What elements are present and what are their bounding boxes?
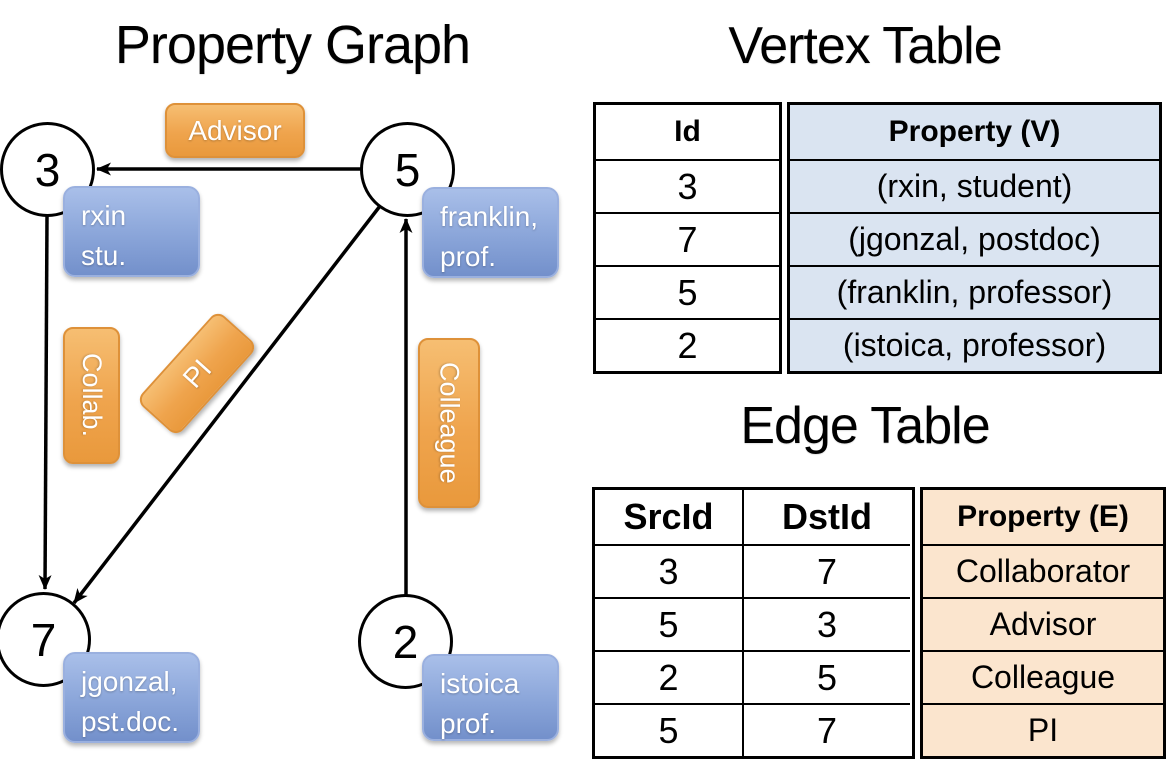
vertex-table-property-cell: (jgonzal, postdoc) — [790, 212, 1159, 265]
vertex-property-line2: stu. — [81, 240, 127, 271]
vertex-table-id-column: Id 3 7 5 2 — [593, 102, 782, 374]
edge-table-src-dst-columns: SrcId DstId 3 7 5 3 2 5 5 7 — [592, 487, 915, 759]
vertex-table-id-cell: 2 — [596, 318, 779, 371]
vertex-property-line1: istoica — [440, 668, 520, 699]
edge-arrow-5-to-7 — [72, 204, 382, 605]
vertex-property-box-rxin: rxin stu. — [63, 186, 200, 277]
vertex-table-header-property: Property (V) — [888, 115, 1061, 148]
edge-table-src-cell: 3 — [595, 544, 742, 597]
vertex-table: Id 3 7 5 2 Property (V) (rxin, student) … — [593, 102, 1162, 374]
vertex-property-line2: prof. — [440, 708, 497, 739]
vertex-table-title: Vertex Table — [728, 17, 1002, 75]
edge-arrow-3-to-7 — [38, 215, 52, 590]
vertex-property-box-franklin: franklin, prof. — [422, 187, 559, 278]
edge-table-src-cell: 5 — [595, 703, 742, 756]
edge-table: SrcId DstId 3 7 5 3 2 5 5 7 Property (E)… — [592, 487, 1166, 759]
edge-table-header-srcid: SrcId — [623, 496, 714, 537]
edge-table-property-cell: PI — [923, 703, 1163, 756]
vertex-property-line2: pst.doc. — [81, 706, 180, 737]
edge-arrows-layer — [38, 162, 413, 605]
edge-table-property-cell: Colleague — [923, 650, 1163, 703]
edge-table-header-dstid: DstId — [742, 490, 910, 544]
vertex-property-line1: jgonzal, — [81, 666, 178, 697]
vertex-property-line1: rxin — [81, 200, 127, 231]
vertex-table-header-id: Id — [674, 115, 701, 148]
edge-table-dst-cell: 3 — [742, 597, 910, 650]
edge-label-colleague: Colleague — [418, 338, 480, 508]
vertex-table-property-column: Property (V) (rxin, student) (jgonzal, p… — [787, 102, 1162, 374]
edge-table-dst-cell: 7 — [742, 703, 910, 756]
vertex-property-line1: franklin, — [440, 201, 539, 232]
vertex-property-box-jgonzal: jgonzal, pst.doc. — [63, 652, 200, 743]
vertex-id-label: 5 — [394, 143, 421, 196]
vertex-property-line2: prof. — [440, 241, 497, 272]
vertex-table-property-cell: (rxin, student) — [790, 159, 1159, 212]
vertex-table-id-cell: 7 — [596, 212, 779, 265]
edge-table-property-cell: Collaborator — [923, 544, 1163, 597]
edge-table-property-cell: Advisor — [923, 597, 1163, 650]
edge-table-dst-cell: 5 — [742, 650, 910, 703]
edge-table-src-cell: 5 — [595, 597, 742, 650]
vertex-table-property-cell: (franklin, professor) — [790, 265, 1159, 318]
edge-table-title: Edge Table — [740, 397, 990, 455]
vertex-id-label: 7 — [30, 613, 57, 666]
property-graph-panel: Property Graph 3 5 7 2 rxin stu. — [0, 15, 559, 743]
edge-label-collab: Collab. — [63, 327, 120, 464]
vertex-table-id-cell: 5 — [596, 265, 779, 318]
edge-table-dst-cell: 7 — [742, 544, 910, 597]
vertex-property-box-istoica: istoica prof. — [422, 654, 559, 741]
edge-table-src-cell: 2 — [595, 650, 742, 703]
edge-label-advisor: Advisor — [165, 103, 305, 158]
vertex-table-property-cell: (istoica, professor) — [790, 318, 1159, 371]
edge-table-property-column: Property (E) Collaborator Advisor Collea… — [920, 487, 1166, 759]
edge-table-header-property: Property (E) — [957, 500, 1129, 533]
vertex-circle-5: 5 — [360, 122, 455, 217]
property-graph-title: Property Graph — [114, 15, 471, 75]
vertex-id-label: 3 — [34, 143, 61, 196]
vertex-id-label: 2 — [392, 615, 419, 668]
vertex-table-id-cell: 3 — [596, 159, 779, 212]
